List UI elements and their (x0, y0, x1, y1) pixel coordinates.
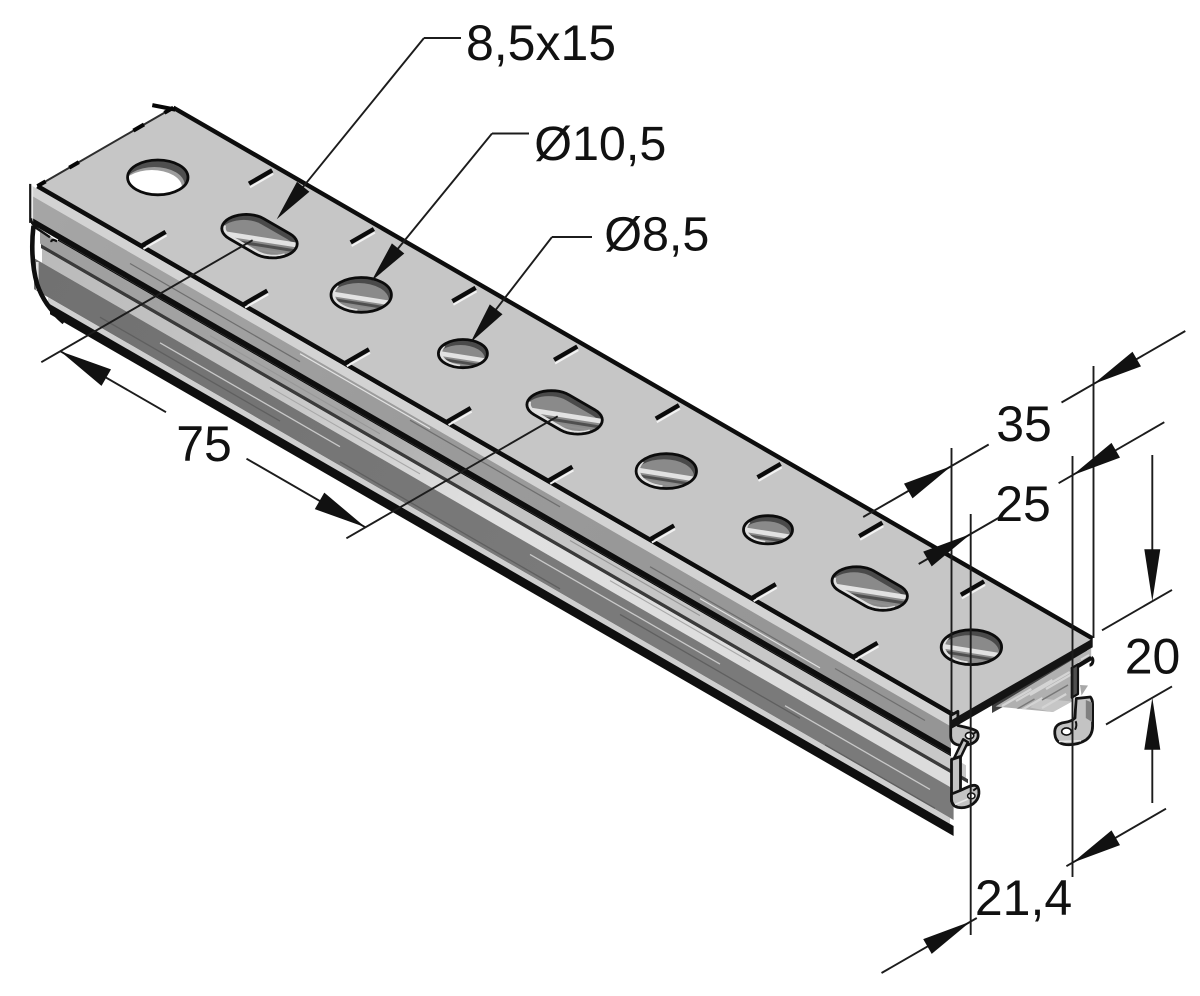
svg-text:75: 75 (176, 416, 232, 472)
svg-text:Ø10,5: Ø10,5 (534, 117, 666, 171)
svg-text:Ø8,5: Ø8,5 (604, 208, 709, 262)
svg-text:35: 35 (996, 396, 1052, 452)
svg-text:25: 25 (995, 476, 1051, 532)
svg-text:20: 20 (1125, 629, 1181, 685)
svg-text:21,4: 21,4 (975, 870, 1072, 926)
svg-text:8,5x15: 8,5x15 (466, 15, 616, 71)
